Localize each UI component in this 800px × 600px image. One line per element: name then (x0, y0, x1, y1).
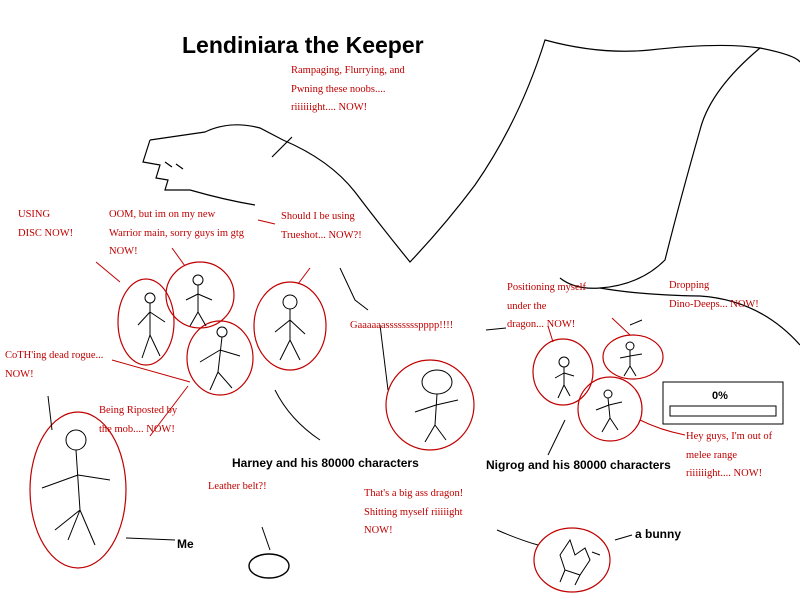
speech-coth: CoTH'ing dead rogue... NOW! (5, 350, 104, 380)
label-bunny: a bunny (635, 527, 682, 541)
progress-track (669, 405, 777, 417)
speech-trueshot: Should I be using Trueshot... NOW?! (281, 211, 362, 241)
player-circle-trueshot (253, 281, 327, 371)
speech-positioning: Positioning myself under the dragon... N… (507, 282, 587, 330)
speech-oom: OOM, but im on my new Warrior main, sorr… (109, 209, 245, 257)
player-circle-coth (186, 320, 254, 396)
player-circle-dino (602, 334, 664, 380)
speech-scream: Gaaaaaasssssssspppp!!!! (350, 320, 454, 331)
speech-dragon: Rampaging, Flurrying, and Pwning these n… (291, 65, 405, 113)
progress-widget (662, 381, 784, 425)
speech-leather: Leather belt?! (208, 481, 267, 492)
speech-using-disc: USING DISC NOW! (18, 209, 74, 239)
leather-belt (248, 553, 290, 579)
speech-dino: Dropping Dino-Deeps... NOW! (669, 280, 759, 310)
player-circle-positioning (532, 338, 594, 406)
label-nigrog: Nigrog and his 80000 characters (486, 458, 671, 472)
player-circle-disc (117, 278, 175, 366)
label-pointers (47, 267, 633, 551)
player-circle-me (29, 411, 127, 569)
speech-melee: Hey guys, I'm out of melee range riiiiii… (686, 431, 773, 479)
player-circle-bunny (533, 527, 611, 593)
page-title: Lendiniara the Keeper (182, 32, 424, 58)
player-circles (29, 261, 664, 593)
speech-pointers (95, 219, 686, 437)
label-me: Me (177, 537, 194, 551)
stick-figures (41, 274, 643, 586)
label-harney: Harney and his 80000 characters (232, 456, 419, 470)
speech-big-dragon: That's a big ass dragon! Shitting myself… (364, 488, 464, 536)
progress-percent: 0% (712, 390, 728, 402)
player-circle-melee (577, 376, 643, 442)
dragon-drawing (142, 39, 800, 346)
player-circle-gasp (385, 359, 475, 451)
speech-riposted: Being Riposted by the mob.... NOW! (99, 405, 178, 435)
